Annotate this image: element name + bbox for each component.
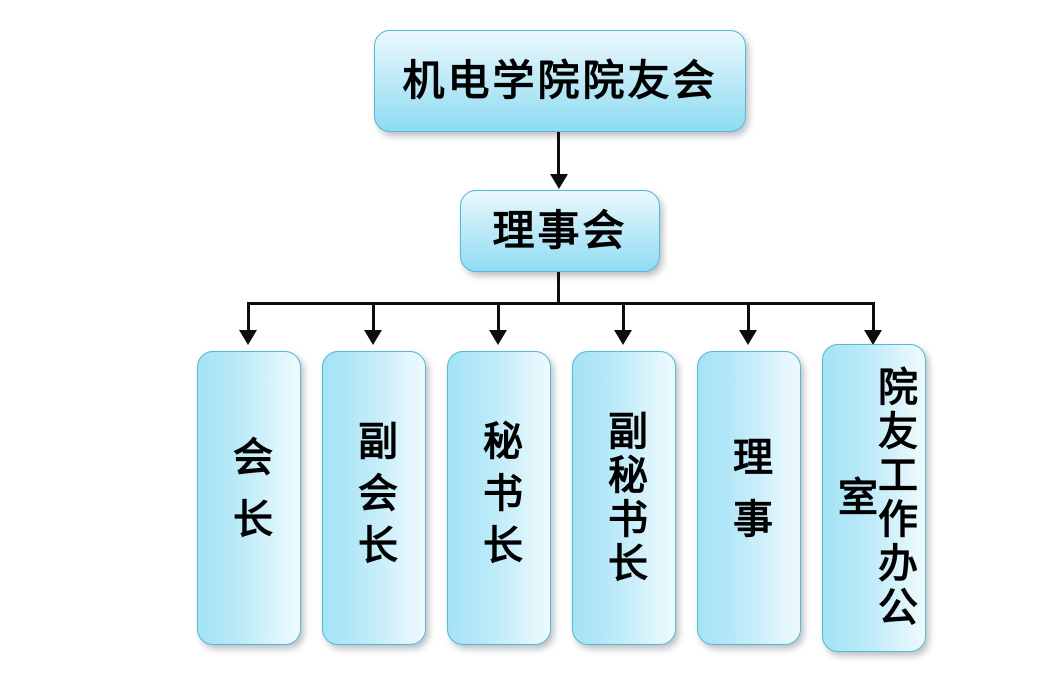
arrowhead-deputy-secretary-general-icon — [614, 330, 632, 345]
node-board-label: 理事会 — [492, 206, 628, 255]
arrowhead-board-icon — [550, 174, 568, 189]
arrowhead-alumni-office-icon — [864, 330, 882, 345]
connector-stem-secretary-general — [497, 302, 500, 335]
connector-stem-director — [747, 302, 750, 335]
arrowhead-secretary-general-icon — [489, 330, 507, 345]
node-president-label: 会长 — [226, 436, 272, 560]
node-vice-president[interactable]: 副会长 — [322, 351, 426, 645]
connector-root-to-board — [557, 132, 560, 180]
node-board[interactable]: 理事会 — [460, 190, 660, 272]
node-vice-president-label: 副会长 — [351, 420, 397, 576]
node-alumni-office-label: 院友工作办公室 — [831, 366, 917, 630]
node-secretary-general-label: 秘书长 — [476, 420, 522, 576]
connector-stem-vice-president — [372, 302, 375, 335]
connector-horizontal-bus — [247, 302, 875, 305]
node-director[interactable]: 理事 — [697, 351, 801, 645]
node-root[interactable]: 机电学院院友会 — [374, 30, 746, 132]
node-director-label: 理事 — [726, 436, 772, 560]
arrowhead-vice-president-icon — [364, 330, 382, 345]
node-president[interactable]: 会长 — [197, 351, 301, 645]
arrowhead-president-icon — [239, 330, 257, 345]
node-deputy-secretary-general-label: 副秘书长 — [601, 410, 647, 586]
node-alumni-office[interactable]: 院友工作办公室 — [822, 344, 926, 652]
node-secretary-general[interactable]: 秘书长 — [447, 351, 551, 645]
connector-stem-alumni-office — [872, 302, 875, 335]
arrowhead-director-icon — [739, 330, 757, 345]
connector-stem-president — [247, 302, 250, 335]
node-root-label: 机电学院院友会 — [402, 56, 718, 105]
connector-board-to-bus — [557, 272, 560, 305]
node-deputy-secretary-general[interactable]: 副秘书长 — [572, 351, 676, 645]
connector-stem-deputy-secretary-general — [622, 302, 625, 335]
